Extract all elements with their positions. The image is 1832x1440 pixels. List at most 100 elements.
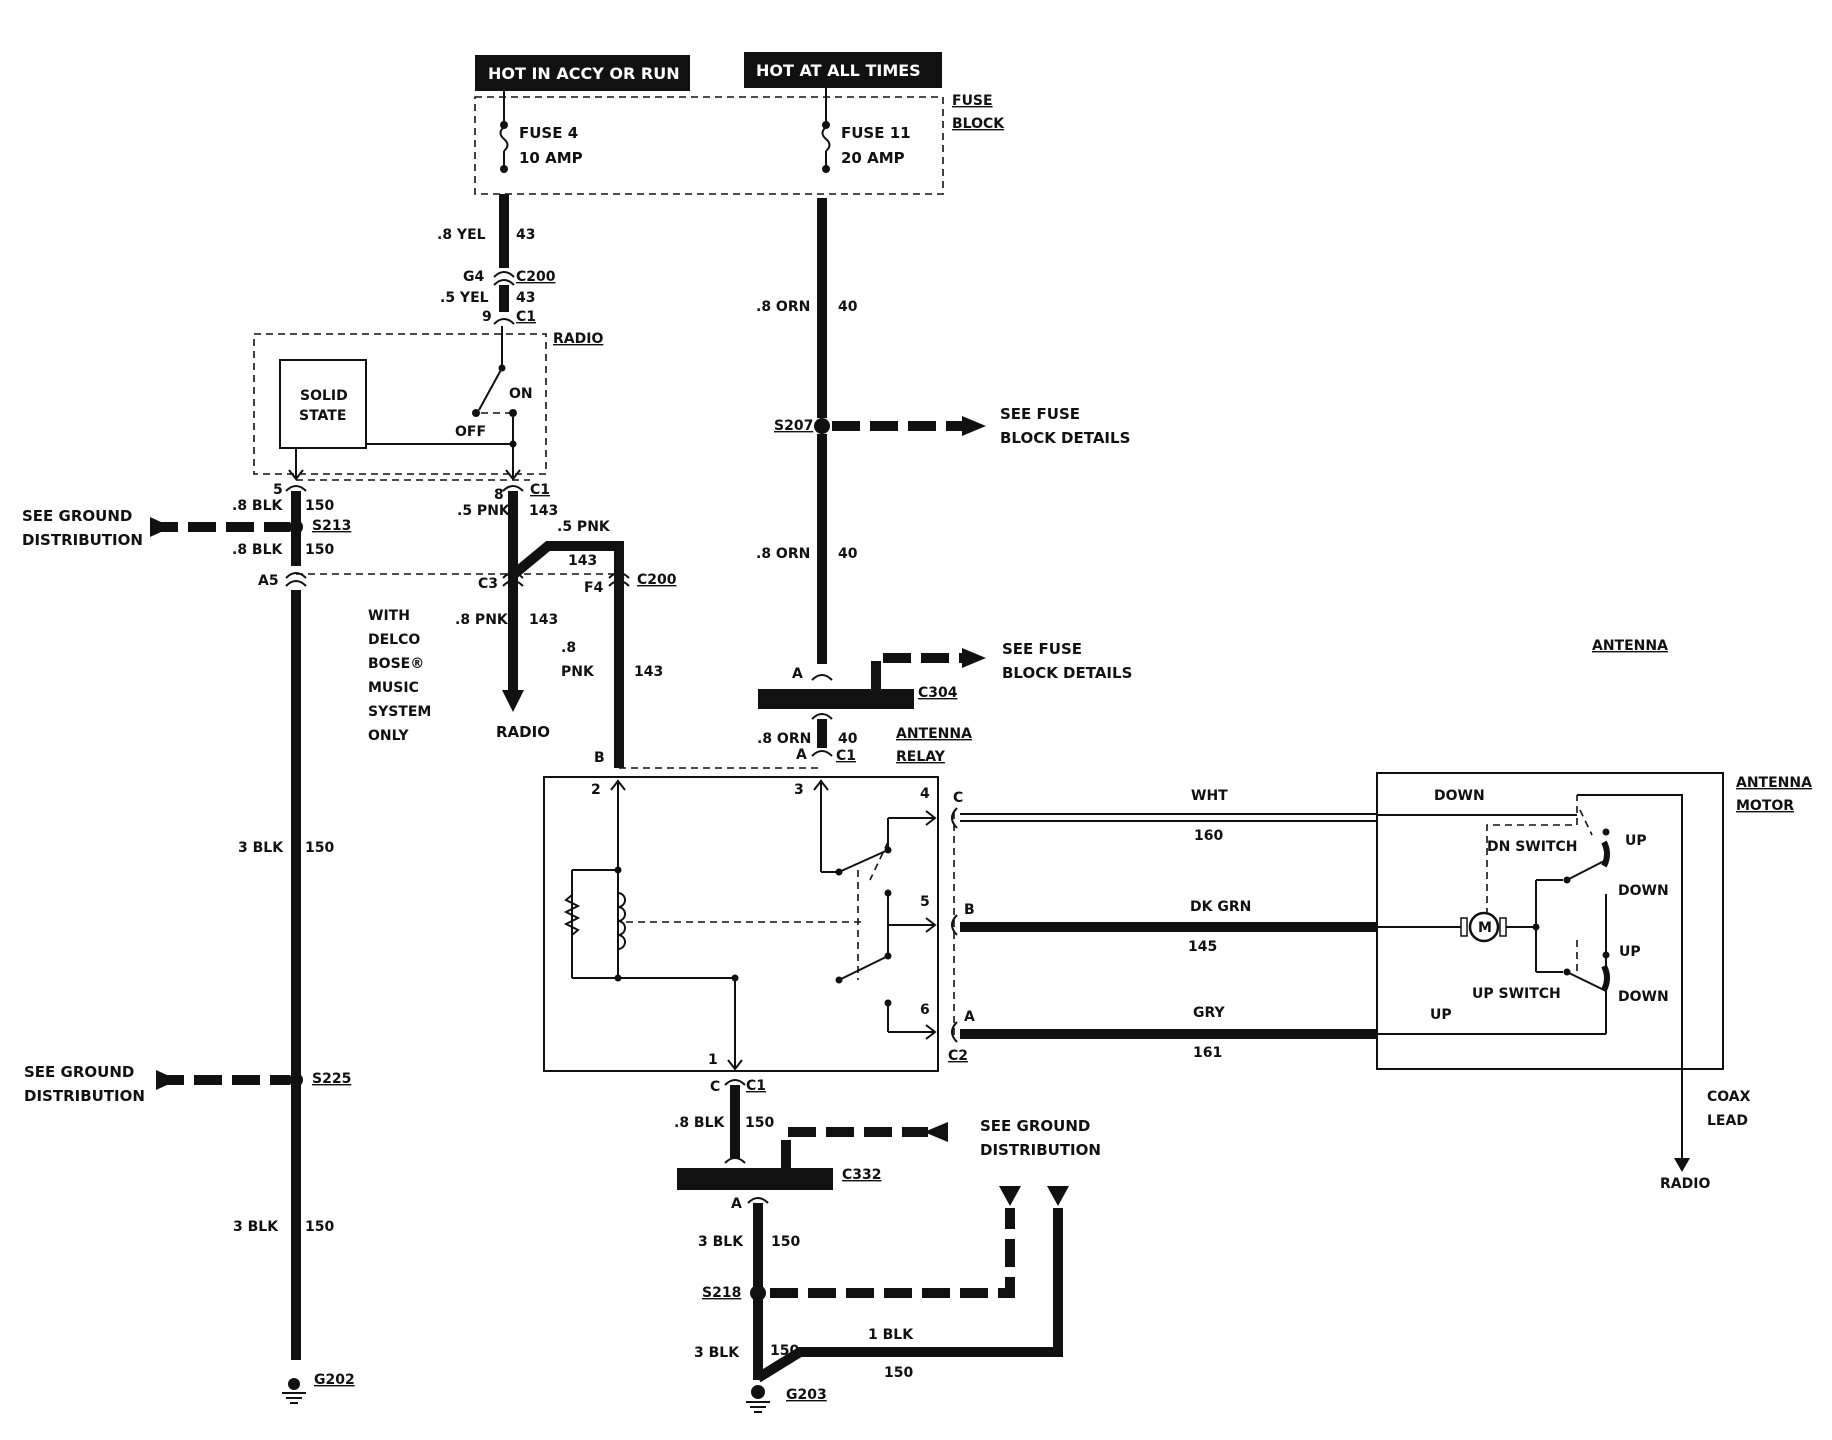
g202-ground-symbol <box>282 1378 306 1404</box>
bose-note: WITH DELCO BOSE® MUSIC SYSTEM ONLY <box>368 608 431 744</box>
wire-150-e-gauge: .8 BLK <box>674 1115 726 1131</box>
ground-link-2-arrow <box>156 1070 178 1090</box>
wire-40-b-gauge: .8 ORN <box>756 546 810 562</box>
motor-down-2: DOWN <box>1618 989 1669 1005</box>
wire-160-color: WHT <box>1191 788 1228 804</box>
wire-150-e-circuit: 150 <box>745 1115 774 1131</box>
c332-pin: A <box>731 1196 742 1212</box>
header-accy-run: HOT IN ACCY OR RUN <box>475 55 690 91</box>
wire-40-b-circuit: 40 <box>838 546 858 562</box>
antenna-motor-m: M <box>1460 911 1507 943</box>
motor-up-1: UP <box>1625 833 1647 849</box>
g202-label: G202 <box>314 1372 355 1388</box>
ground-link-4-arrow <box>999 1186 1021 1206</box>
wire-40-c-gauge: .8 ORN <box>757 731 811 747</box>
motor-dn-switch-label: DN SWITCH <box>1487 839 1578 855</box>
wire-43-upper-circuit: 43 <box>516 227 535 243</box>
relay-pin-b-label: B <box>594 750 605 766</box>
svg-text:HOT IN ACCY OR RUN: HOT IN ACCY OR RUN <box>488 64 680 83</box>
radio-switch-on: ON <box>509 386 533 402</box>
c304-top-connector <box>811 674 833 681</box>
wire-150-f-gauge: 3 BLK <box>698 1234 744 1250</box>
see-ground-1-line2: DISTRIBUTION <box>22 531 143 549</box>
fuse-block-label-2: BLOCK <box>952 116 1005 132</box>
c2-pin-b: B <box>964 902 975 918</box>
relay-c1-bottom-pin: C <box>710 1079 720 1095</box>
s213-splice <box>289 520 303 534</box>
see-ground-2-line1: SEE GROUND <box>24 1063 134 1081</box>
see-fuse-2-line2: BLOCK DETAILS <box>1002 664 1132 682</box>
wire-150-g-circuit: 150 <box>770 1343 799 1359</box>
wire-150-1blk <box>755 1208 1063 1383</box>
see-fuse-1-line2: BLOCK DETAILS <box>1000 429 1130 447</box>
radio-c1-top-connector <box>493 318 515 325</box>
radio-c1-top-pin: 9 <box>482 309 492 325</box>
motor-up-2: UP <box>1619 944 1641 960</box>
ground-link-3 <box>781 1127 928 1168</box>
c3-label: C3 <box>478 576 498 592</box>
motor-up-lower: UP <box>1430 1007 1452 1023</box>
wire-43-upper-gauge: .8 YEL <box>437 227 486 243</box>
see-ground-1-line1: SEE GROUND <box>22 507 132 525</box>
ground-link-3-arrow <box>924 1122 948 1142</box>
relay-pin-1: 1 <box>708 1052 718 1068</box>
relay-c1-bottom-connectors <box>724 1079 746 1086</box>
relay-pin-2: 2 <box>591 782 601 798</box>
svg-text:DELCO: DELCO <box>368 632 420 648</box>
wire-143-a-circuit: 143 <box>529 503 558 519</box>
fuse-11-rating: 20 AMP <box>841 149 905 167</box>
radio-switch <box>366 326 517 478</box>
motor-down-1: DOWN <box>1618 883 1669 899</box>
c2-pin-a: A <box>964 1009 975 1025</box>
radio-c1-top-connector-label: C1 <box>516 309 536 325</box>
fuse-4-rating: 10 AMP <box>519 149 583 167</box>
c304-label: C304 <box>918 685 958 701</box>
relay-c1-label: C1 <box>836 748 856 764</box>
fuse-4-name: FUSE 4 <box>519 124 578 142</box>
wire-161-color: GRY <box>1193 1005 1226 1021</box>
c200-top-pin: G4 <box>463 269 484 285</box>
see-fuse-2-line1: SEE FUSE <box>1002 640 1082 658</box>
solid-state-box <box>279 359 367 449</box>
antenna-relay-line2: RELAY <box>896 749 946 765</box>
relay-c1-pin: A <box>796 747 807 763</box>
antenna-relay-box <box>543 776 939 1072</box>
fuse-block-label-1: FUSE <box>952 93 993 109</box>
s225-label: S225 <box>312 1071 351 1087</box>
wire-145-color: DK GRN <box>1190 899 1251 915</box>
c200-mid-connectors <box>285 572 307 587</box>
svg-text:ONLY: ONLY <box>368 728 409 744</box>
relay-pin-3: 3 <box>794 782 804 798</box>
wire-143-d-circuit: 143 <box>634 664 663 680</box>
svg-text:WITH: WITH <box>368 608 410 624</box>
ground-link-1-arrow <box>150 517 172 537</box>
c2-label: C2 <box>948 1048 968 1064</box>
wire-150-c-circuit: 150 <box>305 840 334 856</box>
wire-143-b-gauge: .5 PNK <box>557 519 611 535</box>
c304-bottom-connectors <box>811 713 833 757</box>
wire-40-c-circuit: 40 <box>838 731 858 747</box>
wire-143-to-relay <box>509 541 624 768</box>
wire-150-a-gauge: .8 BLK <box>232 498 284 514</box>
wire-150-h-circuit: 150 <box>884 1365 913 1381</box>
wire-143-c-circuit: 143 <box>529 612 558 628</box>
wire-143-c-gauge: .8 PNK <box>455 612 509 628</box>
c200-top-connector: C200 <box>516 269 556 285</box>
radio-c1-pin-8: 8 <box>494 487 504 503</box>
fuse-details-link-1-arrow <box>962 416 986 436</box>
antenna-motor-internals <box>1377 794 1690 1172</box>
wire-160-wht <box>960 813 1376 822</box>
radio-outline <box>253 333 547 475</box>
see-ground-3-line1: SEE GROUND <box>980 1117 1090 1135</box>
antenna-label: ANTENNA <box>1592 638 1668 654</box>
c304-block <box>758 689 914 709</box>
c200-connector-top <box>493 271 515 286</box>
motor-down-label: DOWN <box>1434 788 1485 804</box>
header-all-times: HOT AT ALL TIMES <box>744 52 942 88</box>
see-fuse-1-line1: SEE FUSE <box>1000 405 1080 423</box>
wire-150-b-circuit: 150 <box>305 542 334 558</box>
antenna-relay-line1: ANTENNA <box>896 726 972 742</box>
radio-arrow-head <box>502 690 524 712</box>
f4-label: F4 <box>584 580 604 596</box>
fuse-4-symbol <box>499 91 509 173</box>
